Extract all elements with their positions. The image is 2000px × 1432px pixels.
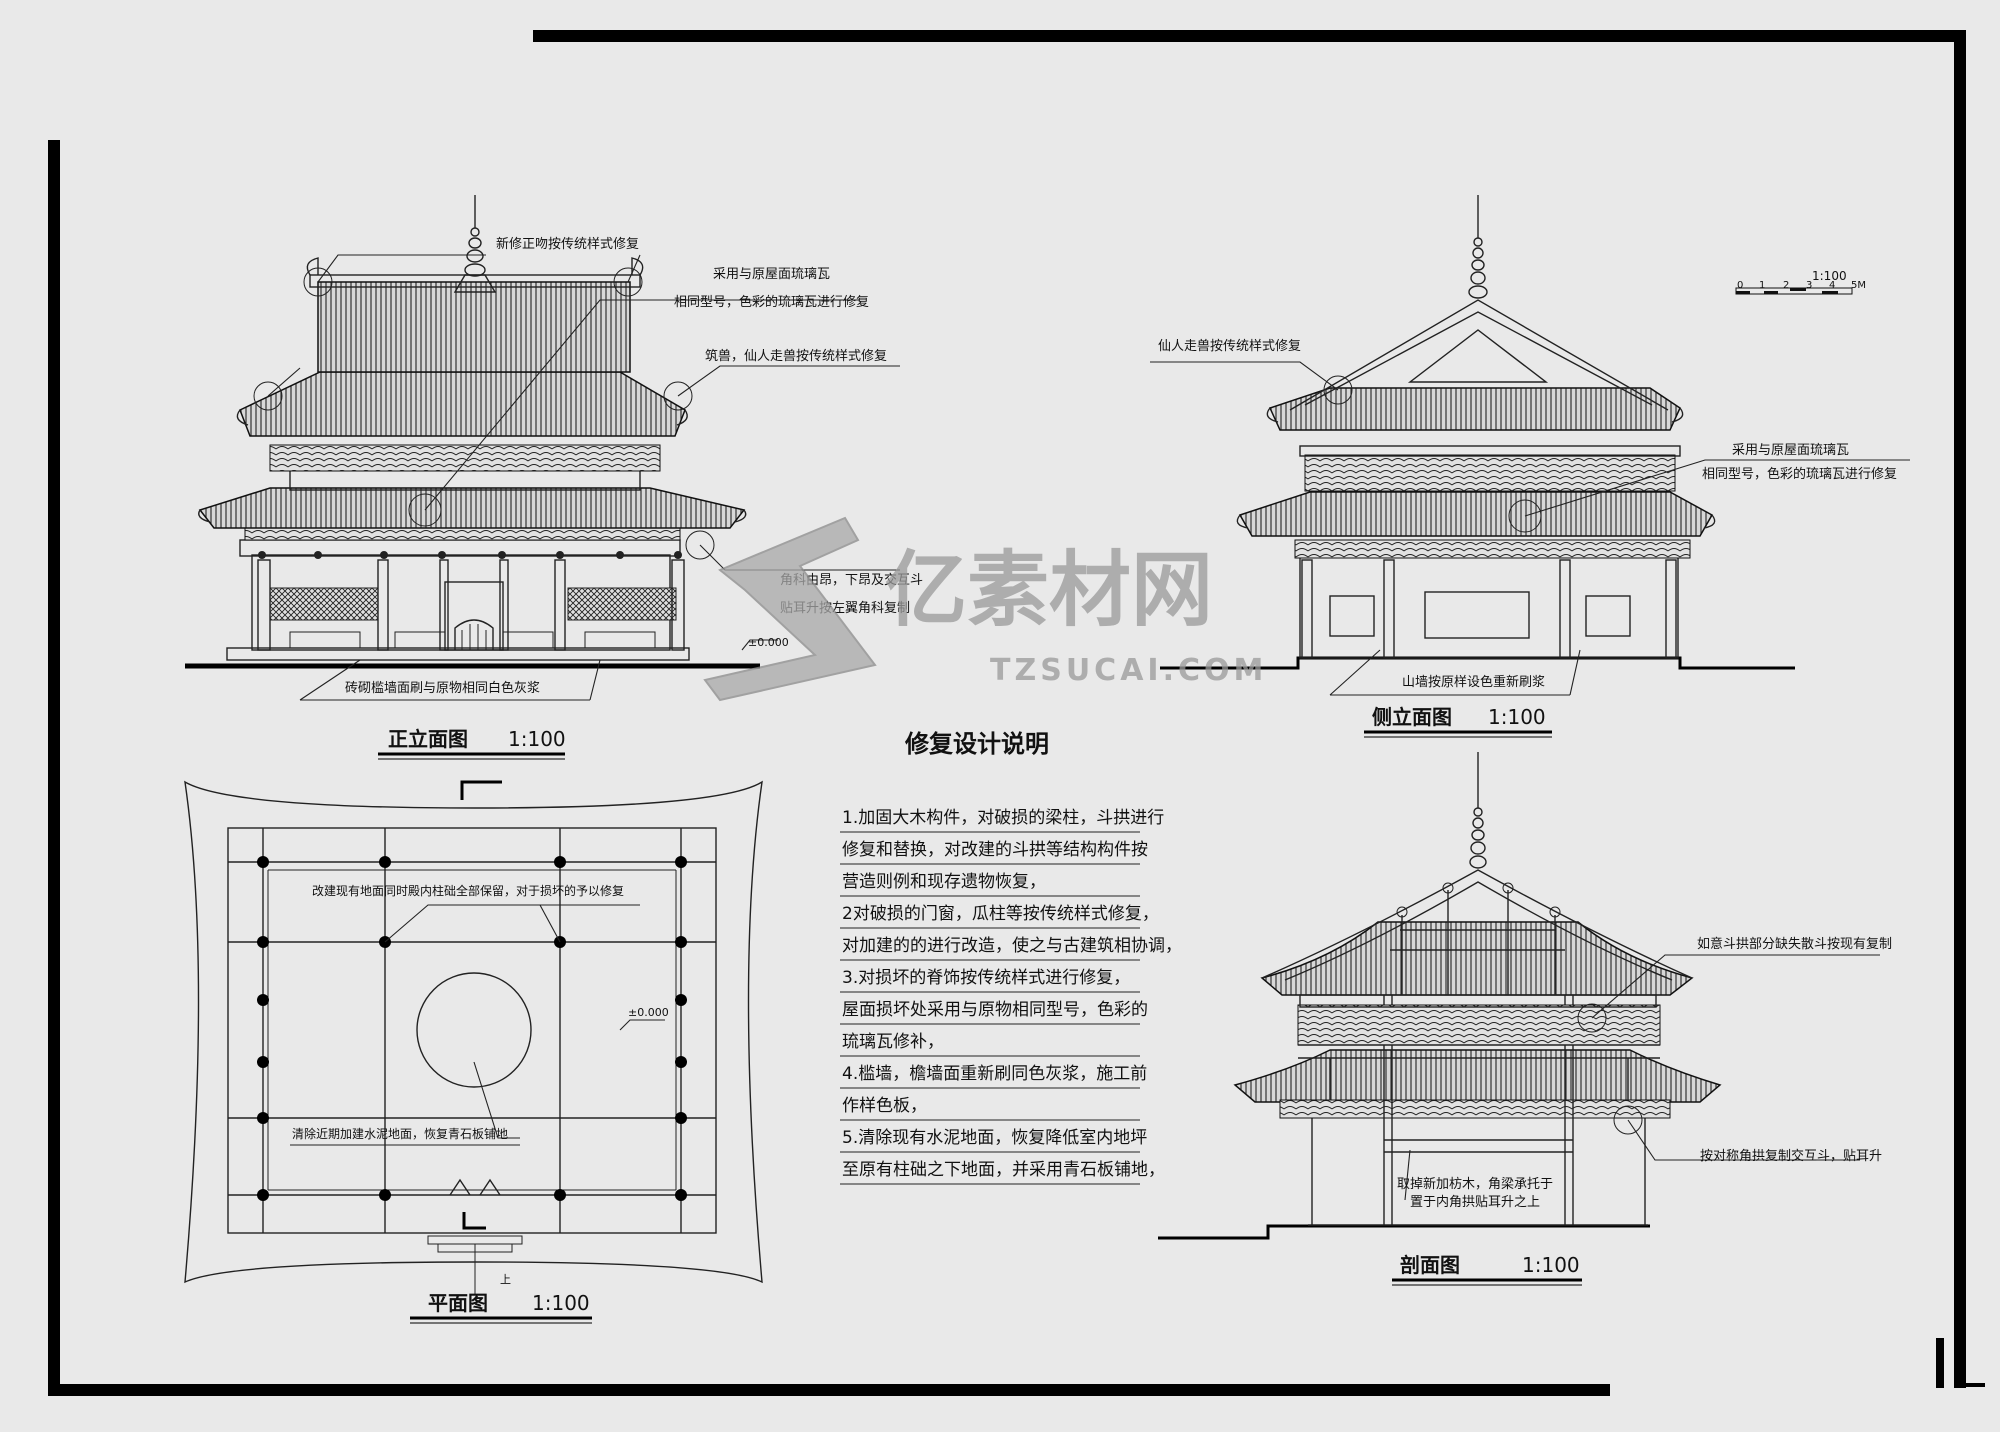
- side-elevation-scale: 1:100: [1488, 705, 1546, 729]
- scale-tick-2: 2: [1783, 280, 1789, 291]
- front-note-wall: 砖砌槛墙面刷与原物相同白色灰浆: [345, 680, 540, 696]
- side-note-figures: 仙人走兽按传统样式修复: [1158, 339, 1301, 354]
- front-note-tile-1: 采用与原屋面琉璃瓦: [713, 267, 830, 282]
- design-note-line: 1.加固大木构件，对破损的梁柱，斗拱进行: [842, 808, 1164, 828]
- scale-tick-5: 5M: [1851, 280, 1866, 291]
- design-note-line: 屋面损坏处采用与原物相同型号，色彩的: [842, 1000, 1148, 1020]
- design-note-line: 4.槛墙，檐墙面重新刷同色灰浆，施工前: [842, 1064, 1147, 1084]
- watermark-name: 亿素材网: [885, 543, 1213, 638]
- side-elevation-drawing: [1160, 195, 1795, 670]
- front-elevation-scale: 1:100: [508, 727, 566, 751]
- front-note-tile-2: 相同型号，色彩的琉璃瓦进行修复: [674, 294, 869, 310]
- side-note-tile-2: 相同型号，色彩的琉璃瓦进行修复: [1702, 466, 1897, 482]
- scale-tick-1: 1: [1759, 280, 1765, 291]
- front-elevation-leaders: [267, 254, 900, 701]
- front-elevation-title-text: 正立面图: [388, 727, 468, 751]
- design-notes: 修复设计说明 1.加固大木构件，对破损的梁柱，斗拱进行 修复和替换，对改建的斗拱…: [840, 730, 1182, 1185]
- section-notes: 如意斗拱部分缺失散斗按现有复制 按对称角拱复制交互斗，贴耳升 取掉新加枋木，角梁…: [1397, 936, 1892, 1210]
- section-note-bracket: 如意斗拱部分缺失散斗按现有复制: [1697, 936, 1892, 952]
- side-elevation-leaders: [1150, 361, 1910, 696]
- front-elevation-title: 正立面图 1:100: [378, 727, 566, 760]
- design-note-line: 5.清除现有水泥地面，恢复降低室内地坪: [842, 1128, 1147, 1148]
- scale-tick-4: 4: [1829, 280, 1835, 291]
- design-note-line: 至原有柱础之下地面，并采用青石板铺地，: [842, 1160, 1165, 1180]
- plan-note-slab: 清除近期加建水泥地面，恢复青石板铺地: [292, 1126, 508, 1141]
- section-note-beam-1: 取掉新加枋木，角梁承托于: [1397, 1176, 1553, 1192]
- scale-bar: 1:100 0 1 2 3 4 5M: [1735, 269, 1866, 295]
- design-note-line: 作样色板，: [842, 1096, 927, 1116]
- design-note-line: 对加建的的进行改造，使之与古建筑相协调，: [842, 935, 1182, 956]
- front-level-mark: ±0.000: [748, 636, 789, 649]
- design-note-line: 修复和替换，对改建的斗拱等结构构件按: [842, 840, 1148, 860]
- section-note-beam-2: 置于内角拱贴耳升之上: [1410, 1194, 1540, 1210]
- watermark-logo-icon: [703, 516, 877, 702]
- side-note-tile-1: 采用与原屋面琉璃瓦: [1732, 443, 1849, 458]
- section-title-text: 剖面图: [1400, 1253, 1460, 1277]
- plan-title: 平面图 1:100: [410, 1291, 592, 1324]
- front-note-figures: 筑兽，仙人走兽按传统样式修复: [705, 348, 887, 364]
- design-note-line: 2对破损的门窗，瓜柱等按传统样式修复，: [842, 904, 1159, 924]
- side-elevation-notes: 仙人走兽按传统样式修复 采用与原屋面琉璃瓦 相同型号，色彩的琉璃瓦进行修复 山墙…: [1158, 339, 1897, 690]
- section-leaders: [1404, 954, 1880, 1201]
- section-note-corner: 按对称角拱复制交互斗，贴耳升: [1700, 1148, 1882, 1164]
- front-note-bracket-1: 角科由昂，下昂及交互斗: [780, 572, 923, 588]
- front-note-ridge: 新修正吻按传统样式修复: [496, 236, 639, 252]
- plan-title-text: 平面图: [428, 1291, 488, 1315]
- plan-notes: 改建现有地面同时殿内柱础全部保留，对于损坏的予以修复 ±0.000 清除近期加建…: [292, 883, 669, 1286]
- design-note-line: 营造则例和现存遗物恢复，: [842, 872, 1046, 892]
- scale-tick-0: 0: [1737, 280, 1743, 291]
- side-elevation-title: 侧立面图 1:100: [1364, 705, 1552, 738]
- section-scale: 1:100: [1522, 1253, 1580, 1277]
- watermark: 亿素材网 TZSUCAI.COM: [703, 516, 1267, 702]
- plan-note-floor: 改建现有地面同时殿内柱础全部保留，对于损坏的予以修复: [312, 883, 624, 898]
- front-elevation-notes: 新修正吻按传统样式修复 采用与原屋面琉璃瓦 相同型号，色彩的琉璃瓦进行修复 筑兽…: [345, 236, 923, 696]
- scale-tick-3: 3: [1806, 280, 1812, 291]
- design-notes-title: 修复设计说明: [904, 730, 1049, 758]
- scale-bar-label: 1:100: [1812, 269, 1847, 283]
- section-title: 剖面图 1:100: [1392, 1253, 1582, 1286]
- design-note-line: 3.对损坏的脊饰按传统样式进行修复，: [842, 968, 1130, 988]
- sheet-border: [48, 30, 1985, 1396]
- plan-leaders: [290, 904, 665, 1146]
- plan-drawing: [184, 780, 763, 1294]
- side-note-gable: 山墙按原样设色重新刷浆: [1402, 674, 1545, 690]
- section-drawing: [1158, 752, 1722, 1240]
- plan-mark: 上: [500, 1273, 511, 1286]
- side-elevation-title-text: 侧立面图: [1372, 705, 1452, 729]
- design-note-line: 琉璃瓦修补，: [842, 1032, 944, 1052]
- plan-level-mark: ±0.000: [628, 1006, 669, 1019]
- watermark-url: TZSUCAI.COM: [990, 653, 1267, 688]
- plan-scale: 1:100: [532, 1291, 590, 1315]
- front-elevation-drawing: [185, 195, 760, 669]
